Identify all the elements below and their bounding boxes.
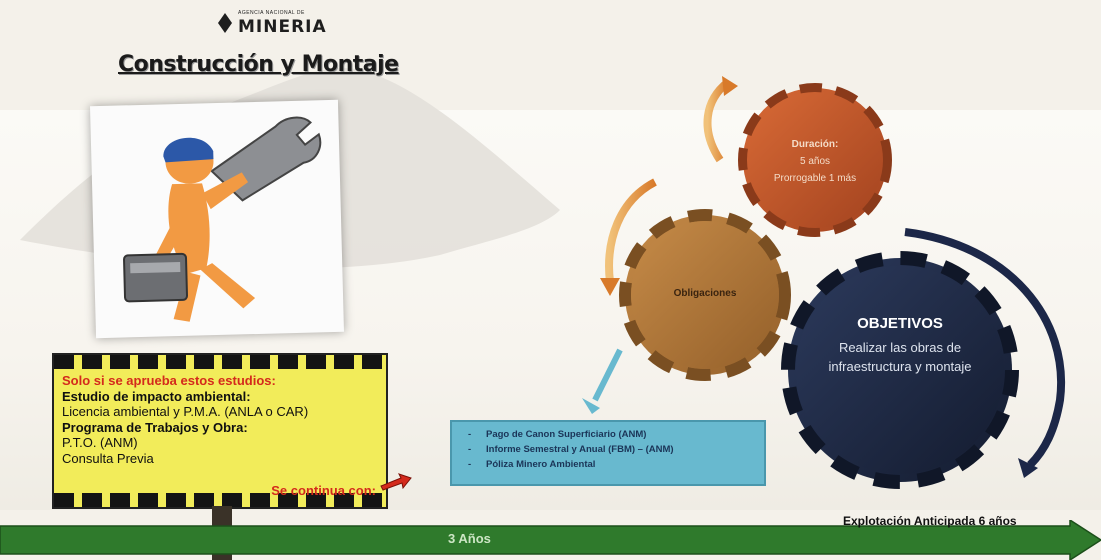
pointer-arrow-icon — [592, 348, 623, 402]
cycle-arrow-icon — [703, 78, 731, 163]
logo-subtitle: AGENCIA NACIONAL DE — [238, 10, 305, 16]
gear-objetivos — [781, 251, 1019, 489]
agency-logo: AGENCIA NACIONAL DE MINERIA — [218, 8, 327, 38]
gears-diagram — [582, 76, 1066, 489]
page-title: Construcción y Montaje — [118, 52, 399, 77]
sign-line: Licencia ambiental y P.M.A. (ANLA o CAR) — [62, 404, 309, 419]
sign-stripe-top — [54, 355, 386, 369]
worker-with-wrench-icon — [123, 116, 322, 322]
sign-line: Programa de Trabajos y Obra: — [62, 419, 248, 435]
objetivos-title: OBJETIVOS — [857, 315, 943, 332]
objetivos-body: Realizar las obras de infraestructura y … — [828, 340, 972, 374]
timeline-end-label: Explotación Anticipada 6 años — [843, 514, 1017, 528]
timeline-label: 3 Años — [448, 531, 491, 546]
gear-obligaciones — [619, 209, 791, 381]
cycle-arrow-icon — [605, 178, 657, 283]
worker-illustration — [90, 99, 344, 339]
duracion-label: Duración: — [791, 139, 839, 150]
duracion-extension: Prorrogable 1 más — [773, 173, 857, 184]
sign-heading: Solo si se aprueba estos estudios: — [62, 373, 276, 388]
cycle-arrow-icon — [904, 228, 1066, 468]
sign-line: Consulta Previa — [62, 450, 154, 466]
logo-diamond-icon — [218, 13, 232, 33]
list-item: Pago de Canon Superficiario (ANM) — [468, 427, 764, 442]
gear-objetivos-text: OBJETIVOS Realizar las obras de infraest… — [815, 315, 985, 376]
sign-line: Estudio de impacto ambiental: — [62, 388, 251, 404]
list-item: Póliza Minero Ambiental — [468, 457, 764, 472]
duracion-value: 5 años — [799, 156, 831, 167]
red-arrow-icon — [380, 473, 412, 491]
sign-stripe-bottom — [54, 493, 386, 507]
list-item: Informe Semestral y Anual (FBM) – (ANM) — [468, 442, 764, 457]
obligaciones-box: Pago de Canon Superficiario (ANM) Inform… — [450, 420, 766, 486]
obligaciones-label: Obligaciones — [673, 288, 737, 299]
logo-name: MINERIA — [238, 17, 327, 37]
timeline-arrow — [0, 520, 1101, 560]
gear-duracion-text: Duración: 5 años Prorrogable 1 más — [755, 136, 875, 187]
gear-duracion — [738, 83, 892, 237]
sign-continue-label: Se continua con: — [271, 483, 376, 498]
sign-content: Solo si se aprueba estos estudios: Estud… — [62, 373, 308, 466]
obligaciones-list: Pago de Canon Superficiario (ANM) Inform… — [452, 422, 764, 472]
sign-line: P.T.O. (ANM) — [62, 435, 138, 450]
warning-sign: Solo si se aprueba estos estudios: Estud… — [52, 353, 388, 509]
